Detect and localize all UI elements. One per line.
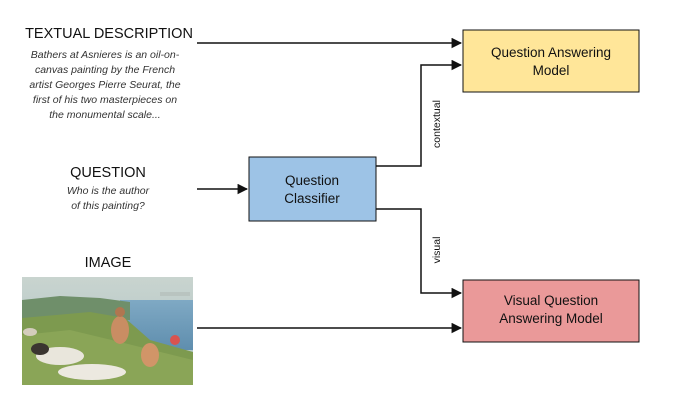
- visual-question-answering-model-label: Answering Model: [499, 311, 603, 326]
- question-classifier-label: Classifier: [284, 191, 340, 206]
- visual-question-answering-model-box: [462, 279, 640, 343]
- painting-thumbnail: [22, 277, 193, 385]
- textual-description-line: first of his two masterpieces on: [33, 94, 177, 106]
- question-answering-model-label: Model: [533, 63, 570, 78]
- visual-arrow: [376, 208, 463, 299]
- textual-description-line: canvas painting by the French: [35, 64, 175, 76]
- textual-description-line: artist Georges Pierre Seurat, the: [29, 79, 180, 91]
- textual-description-line: the monumental scale...: [49, 109, 160, 121]
- contextual-arrow: [376, 59, 463, 167]
- contextual-edge-label: contextual: [431, 100, 443, 148]
- question-answering-model-box: [462, 29, 640, 93]
- question-classifier-box: [248, 156, 377, 222]
- image-heading: IMAGE: [85, 255, 132, 271]
- question-line: Who is the author: [67, 185, 150, 197]
- question-heading: QUESTION: [70, 165, 146, 181]
- visual-edge-label: visual: [431, 237, 443, 264]
- visual-question-answering-model-label: Visual Question: [504, 293, 598, 308]
- question-answering-model-label: Question Answering: [491, 45, 611, 60]
- textual-description-heading: TEXTUAL DESCRIPTION: [25, 26, 193, 42]
- question-classifier-label: Question: [285, 173, 339, 188]
- textual-description-line: Bathers at Asnieres is an oil-on-: [31, 49, 180, 61]
- question-line: of this painting?: [71, 200, 145, 212]
